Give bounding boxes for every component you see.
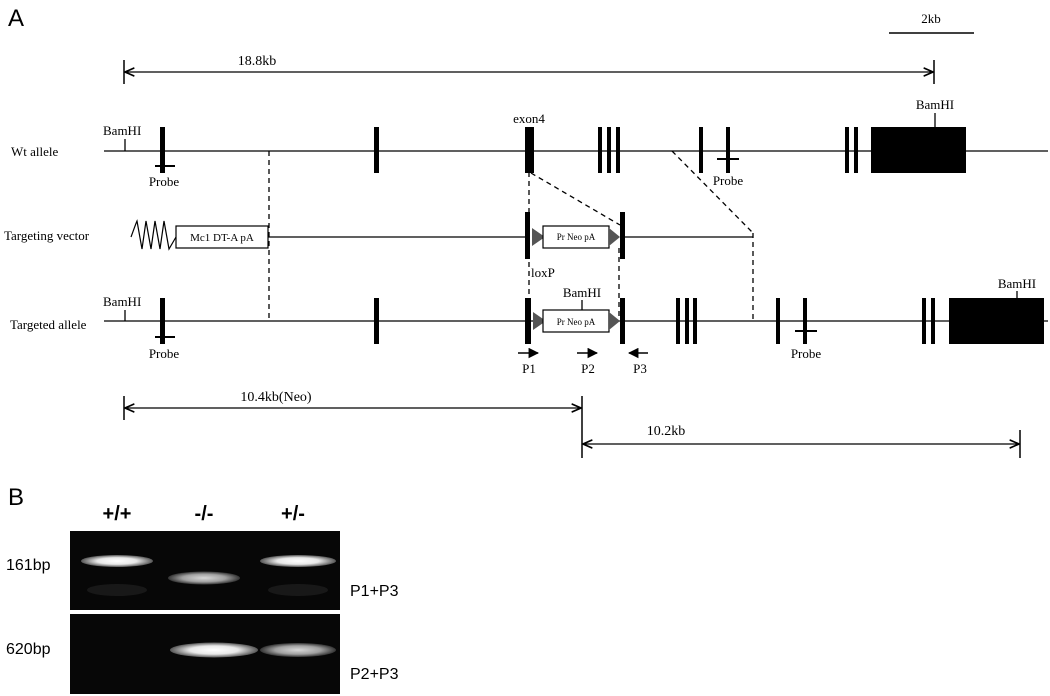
targeted-loxp-2 <box>609 312 620 330</box>
targeted-bamhi-left-label: BamHI <box>103 294 141 309</box>
scale-bar-label: 2kb <box>921 11 941 26</box>
targeted-exon-7 <box>803 298 807 344</box>
wt-bamhi-left-label: BamHI <box>103 123 141 138</box>
wt-exon4-label: exon4 <box>513 111 545 126</box>
wt-probe-left-label: Probe <box>149 174 180 189</box>
targeted-neo-label: Pr Neo pA <box>557 317 596 327</box>
gel-top <box>70 531 340 610</box>
primer-p3-label: P3 <box>633 361 647 376</box>
wt-exon-last <box>871 127 966 173</box>
homology-lines <box>268 150 754 320</box>
panel-b-label: B <box>8 484 24 511</box>
row-label-targeted: Targeted allele <box>10 317 87 332</box>
genotype-ko: -/- <box>195 503 214 525</box>
wt-exon-8b <box>854 127 858 173</box>
targeted-loxp-1 <box>533 312 546 330</box>
wt-exon-4 <box>525 127 534 173</box>
genotype-wt: +/+ <box>103 503 132 525</box>
targeted-exon-8a <box>922 298 926 344</box>
gel-top-smear-het <box>268 584 328 596</box>
gel-top-band-ko <box>168 571 240 585</box>
targeted-probe-right-label: Probe <box>791 346 822 361</box>
vector-loxp-1 <box>532 228 545 246</box>
homology-line-exon4-b <box>530 172 621 226</box>
gel-top-smear-wt <box>87 584 147 596</box>
targeted-exon-4 <box>525 298 531 344</box>
wt-exon-5c <box>616 127 620 173</box>
row-label-wt: Wt allele <box>11 144 59 159</box>
targeted-bamhi-right-label: BamHI <box>998 276 1036 291</box>
targeted-exon-5c <box>693 298 697 344</box>
targeted-exon-6 <box>776 298 780 344</box>
gel-top-band-wt <box>81 555 153 567</box>
vector-neo-label: Pr Neo pA <box>557 232 596 242</box>
size-161bp: 161bp <box>6 557 51 574</box>
size-620bp: 620bp <box>6 641 51 658</box>
primer-p2-label: P2 <box>581 361 595 376</box>
vector-exon-after <box>620 212 625 259</box>
targeted-exons <box>160 298 1044 344</box>
span-right-label: 10.2kb <box>647 424 686 439</box>
targeted-exon-5a <box>676 298 680 344</box>
targeted-probe-left-label: Probe <box>149 346 180 361</box>
targeted-exon-5b <box>685 298 689 344</box>
genotype-het: +/- <box>281 503 305 525</box>
pair-p2p3: P2+P3 <box>350 666 399 683</box>
wt-exon-2 <box>374 127 379 173</box>
span-neo-label: 10.4kb(Neo) <box>240 390 311 405</box>
homology-line-right-a <box>671 150 754 234</box>
wt-probe-right-label: Probe <box>713 173 744 188</box>
gel-bottom-band-ko <box>170 642 258 658</box>
row-label-vector: Targeting vector <box>4 228 90 243</box>
vector-exon4 <box>525 212 530 259</box>
loxp-label: loxP <box>531 265 555 280</box>
targeted-exon-8b <box>931 298 935 344</box>
targeted-exon-last <box>949 298 1044 344</box>
targeted-exon-1 <box>160 298 165 344</box>
wt-exons <box>160 127 966 173</box>
wt-exon-8a <box>845 127 849 173</box>
vector-loxp-2 <box>609 228 620 246</box>
wt-bamhi-right-label: BamHI <box>916 97 954 112</box>
wt-exon-5b <box>607 127 611 173</box>
wt-exon-7 <box>726 127 730 173</box>
wt-exon-5a <box>598 127 602 173</box>
targeted-bamhi-neo-label: BamHI <box>563 285 601 300</box>
primer-p1-label: P1 <box>522 361 536 376</box>
gel-top-band-het <box>260 555 336 567</box>
targeted-exon-after-neo <box>620 298 625 344</box>
targeted-exon-2 <box>374 298 379 344</box>
panel-a-label: A <box>8 5 24 32</box>
pair-p1p3: P1+P3 <box>350 583 399 600</box>
span-top-label: 18.8kb <box>238 54 277 69</box>
wt-exon-1 <box>160 127 165 173</box>
vector-backbone-coil <box>130 219 177 251</box>
vector-dta-label: Mc1 DT-A pA <box>190 232 254 244</box>
wt-exon-6 <box>699 127 703 173</box>
gel-bottom-band-het <box>260 643 336 657</box>
